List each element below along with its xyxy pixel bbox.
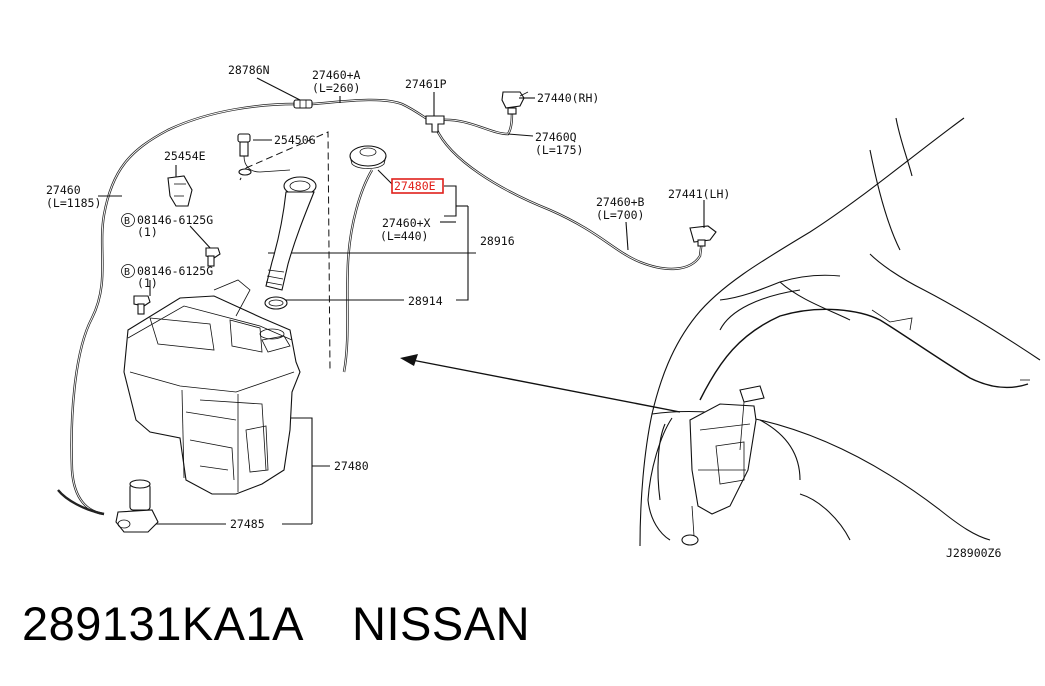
cap-27480E [349,145,387,169]
label-27460X: 27460+X [382,216,431,230]
label-27460Q: 27460Q [535,130,577,144]
label-27460A: 27460+A [312,68,361,82]
bolt-label-2: B 08146-6125G (1) [121,264,213,290]
leader-lines [98,77,705,525]
label-27460X-length: (L=440) [380,229,428,243]
label-27441-lh: 27441(LH) [668,187,730,201]
label-27480E: 27480E [394,179,436,193]
check-valve-27461P [425,115,445,133]
seal-28914 [264,296,288,310]
label-bolt-1: 08146-6125G [137,213,213,227]
label-bolt-2: 08146-6125G [137,264,213,278]
bolt-upper [205,247,221,267]
label-bolt-1-qty: (1) [137,225,158,239]
label-27460B: 27460+B [596,195,645,209]
vehicle-outline [639,117,1041,547]
label-27460A-length: (L=260) [312,81,360,95]
label-27461P: 27461P [405,77,447,91]
label-25450G: 25450G [274,133,316,147]
label-25454E: 25454E [164,149,206,163]
label-28914: 28914 [408,294,443,308]
label-28786N: 28786N [228,63,270,77]
part-number: 289131KA1A [22,597,305,650]
hose-network [57,98,704,516]
label-27460B-length: (L=700) [596,208,644,222]
diagram-code: J28900Z6 [946,546,1001,560]
bracket-25454E [167,175,193,207]
footer-caption: 289131KA1A NISSAN [22,596,530,666]
filler-tube-28916 [265,176,317,291]
bolt-label-1: B 08146-6125G (1) [121,213,213,239]
label-bolt-2-qty: (1) [137,276,158,290]
pump-27485 [115,479,159,533]
highlighted-part-27480E: 27480E [391,178,444,194]
bolt-lower [133,295,151,315]
label-28916: 28916 [480,234,515,248]
cap-25450G [237,133,291,176]
bolt-marker-1: B [124,216,130,227]
nozzle-27440-rh [501,91,529,115]
label-27485: 27485 [230,517,265,531]
washer-tank-27480 [123,279,301,495]
part-labels: 28786N 27460+A (L=260) 27461P 27440(RH) … [46,63,1001,560]
connector-28786N [293,99,313,109]
location-arrow [400,354,681,413]
label-27480: 27480 [334,459,369,473]
nozzle-27441-lh [689,225,717,247]
label-27460Q-length: (L=175) [535,143,583,157]
bolt-marker-2: B [124,267,130,278]
brand-name: NISSAN [352,597,531,650]
label-27440-rh: 27440(RH) [537,91,599,105]
label-27460-length: (L=1185) [46,196,101,210]
label-27460: 27460 [46,183,81,197]
